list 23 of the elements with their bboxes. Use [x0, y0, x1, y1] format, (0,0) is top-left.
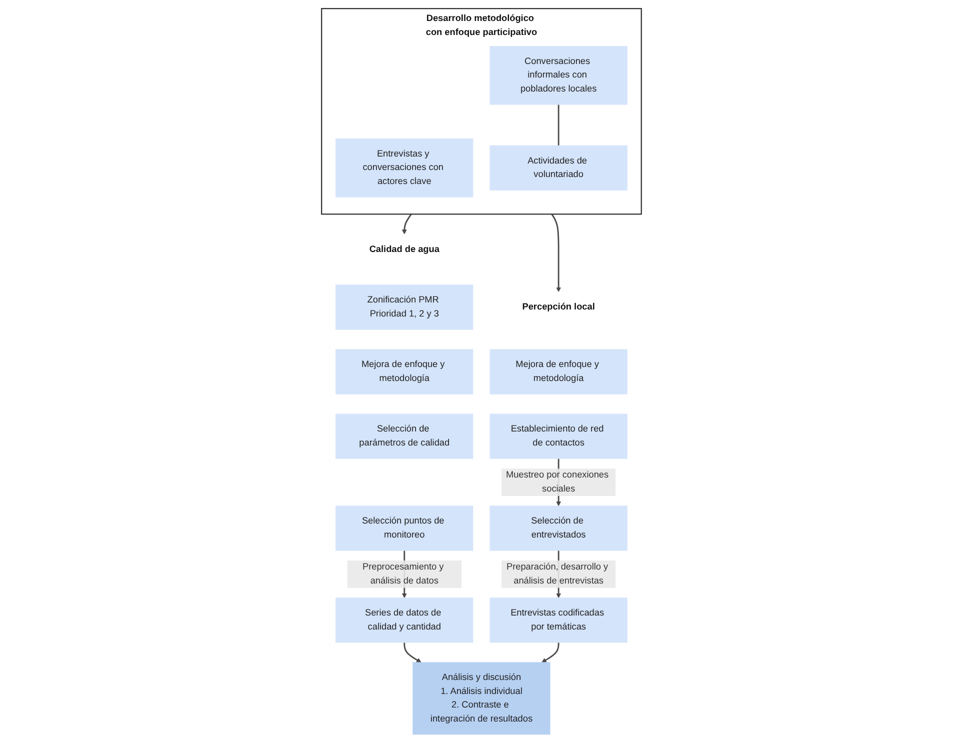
- node-box: Selección de parámetros de calidad: [336, 413, 474, 458]
- node-text: Percepción local: [522, 302, 595, 312]
- node-box: Series de datos de calidad y cantidad: [336, 597, 474, 642]
- arrow: [551, 213, 562, 292]
- edge-label: Preprocesamiento y análisis de datos: [362, 562, 444, 586]
- connector: [558, 104, 560, 146]
- node-box: Conversaciones informales con pobladores locales: [490, 46, 628, 104]
- edge-label: Preparación, desarrollo y análisis de entrevistas: [506, 562, 608, 586]
- edge-label: Muestreo por conexiones sociales: [506, 470, 609, 494]
- node-box: Establecimiento de red de contactos: [490, 413, 628, 458]
- node-box: Zonificación PMR Prioridad 1, 2 y 3: [336, 284, 474, 330]
- node-box: Análisis y discusión 1. Análisis individual 2. Contraste e integración de resultados: [412, 662, 550, 734]
- arrow: [402, 213, 412, 234]
- arrow: [542, 642, 560, 662]
- node-box: Selección de entrevistados: [490, 505, 628, 550]
- node-box: Mejora de enfoque y metodología: [336, 348, 474, 394]
- arrow: [404, 642, 422, 662]
- node-text: Calidad de agua: [369, 244, 440, 254]
- node-box: Entrevistas y conversaciones con actores clave: [336, 138, 474, 197]
- node-box: Mejora de enfoque y metodología: [490, 348, 628, 394]
- node-box: Actividades de voluntariado: [490, 144, 628, 190]
- node-box: Selección puntos de monitoreo: [336, 505, 474, 550]
- node-box: Entrevistas codificadas por temáticas: [490, 597, 628, 642]
